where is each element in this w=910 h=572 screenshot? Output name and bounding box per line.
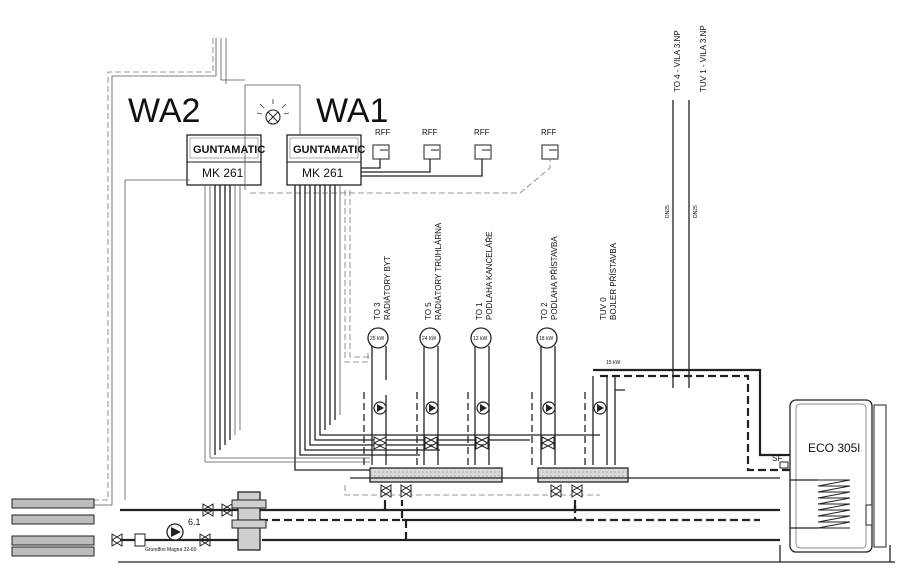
svg-text:TO 5: TO 5 bbox=[424, 302, 433, 320]
svg-text:BOJLER PŘÍSTAVBA: BOJLER PŘÍSTAVBA bbox=[609, 242, 618, 320]
tank-sensor-label: SF bbox=[772, 454, 782, 463]
circuit-to2-label: TO 2 PODLAHA PŘÍSTAVBA bbox=[540, 236, 559, 320]
svg-text:PODLAHA PŘÍSTAVBA: PODLAHA PŘÍSTAVBA bbox=[550, 236, 559, 320]
svg-text:TO 3: TO 3 bbox=[373, 302, 382, 320]
wa1-brand: GUNTAMATIC bbox=[293, 144, 365, 156]
storage-tank: ECO 305l bbox=[789, 399, 887, 553]
control-cable-bundle bbox=[294, 185, 600, 471]
svg-text:TUV 1 - VILA 3.NP: TUV 1 - VILA 3.NP bbox=[699, 25, 708, 92]
svg-text:DN25: DN25 bbox=[665, 205, 671, 218]
svg-text:12 kW: 12 kW bbox=[473, 336, 487, 342]
circuit-pumps bbox=[373, 401, 607, 415]
tank-sensor-icon bbox=[779, 461, 789, 469]
indicator-lamp-icon bbox=[256, 99, 290, 125]
heat-meter-to5: 24 kW bbox=[419, 327, 441, 349]
circuit-to3-label: TO 3 RADIÁTORY BYT bbox=[373, 256, 392, 320]
svg-text:18 kW: 18 kW bbox=[539, 336, 553, 342]
circuit-to5-label: TO 5 RADIÁTORY TRUHLÁRNA bbox=[424, 222, 443, 320]
hydraulic-separator bbox=[231, 491, 267, 551]
manifold-valves bbox=[380, 484, 583, 498]
svg-text:RADIÁTORY TRUHLÁRNA: RADIÁTORY TRUHLÁRNA bbox=[434, 222, 443, 320]
wa2-brand: GUNTAMATIC bbox=[193, 144, 265, 156]
controller-wa1: GUNTAMATIC MK 261 bbox=[286, 134, 365, 186]
top-circuit-labels: TO 4 - VILA 3.NP TUV 1 - VILA 3.NP bbox=[673, 25, 708, 92]
manifold-right bbox=[537, 467, 629, 483]
circuit-tuv0-label: TUV 0 BOJLER PŘÍSTAVBA bbox=[599, 242, 618, 320]
rff-sensor-2: RFF bbox=[422, 128, 441, 160]
svg-text:TO 2: TO 2 bbox=[540, 302, 549, 320]
manifold-left bbox=[369, 467, 503, 483]
main-pump-label: Grundfos Magna 32-60 bbox=[145, 547, 197, 553]
wa2-cable-bundle bbox=[124, 179, 241, 500]
circuit-to1-label: TO 1 PODLAHA KANCELÁŘE bbox=[475, 232, 494, 320]
svg-text:RFF: RFF bbox=[422, 128, 438, 137]
heat-meter-to1: 12 kW bbox=[470, 327, 492, 349]
svg-text:RFF: RFF bbox=[375, 128, 391, 137]
wa2-label: WA2 bbox=[128, 92, 200, 130]
boiler-loop-valves bbox=[111, 503, 233, 547]
svg-text:TUV 0: TUV 0 bbox=[599, 297, 608, 320]
heat-meter-to2: 18 kW bbox=[536, 327, 558, 349]
rff-sensor-3: RFF bbox=[474, 128, 492, 160]
svg-text:TO 4 - VILA 3.NP: TO 4 - VILA 3.NP bbox=[673, 30, 682, 92]
wa1-model: MK 261 bbox=[302, 166, 344, 180]
mixing-valves bbox=[372, 436, 556, 450]
heat-meter-to3: 25 kW bbox=[367, 327, 389, 349]
svg-text:25 kW: 25 kW bbox=[370, 336, 384, 342]
wa2-model: MK 261 bbox=[202, 166, 244, 180]
controller-wa2: GUNTAMATIC MK 261 bbox=[186, 134, 265, 186]
svg-text:RADIÁTORY BYT: RADIÁTORY BYT bbox=[383, 256, 392, 320]
rff-sensor-4: RFF bbox=[541, 128, 559, 160]
svg-text:PODLAHA KANCELÁŘE: PODLAHA KANCELÁŘE bbox=[485, 232, 494, 320]
svg-text:RFF: RFF bbox=[541, 128, 557, 137]
rff-sensor-1: RFF bbox=[372, 128, 391, 160]
svg-text:TO 1: TO 1 bbox=[475, 302, 484, 320]
main-pump-icon: 6.1 Grundfos Magna 32-60 bbox=[145, 517, 201, 553]
svg-text:24 kW: 24 kW bbox=[422, 336, 436, 342]
main-pump-number: 6.1 bbox=[188, 517, 201, 527]
svg-text:DN25: DN25 bbox=[693, 205, 699, 218]
svg-text:RFF: RFF bbox=[474, 128, 490, 137]
wa1-label: WA1 bbox=[316, 92, 388, 130]
boiler-pipe-stubs bbox=[11, 498, 95, 557]
tank-label: ECO 305l bbox=[808, 441, 860, 455]
tuv0-power: 15 kW bbox=[606, 360, 620, 366]
